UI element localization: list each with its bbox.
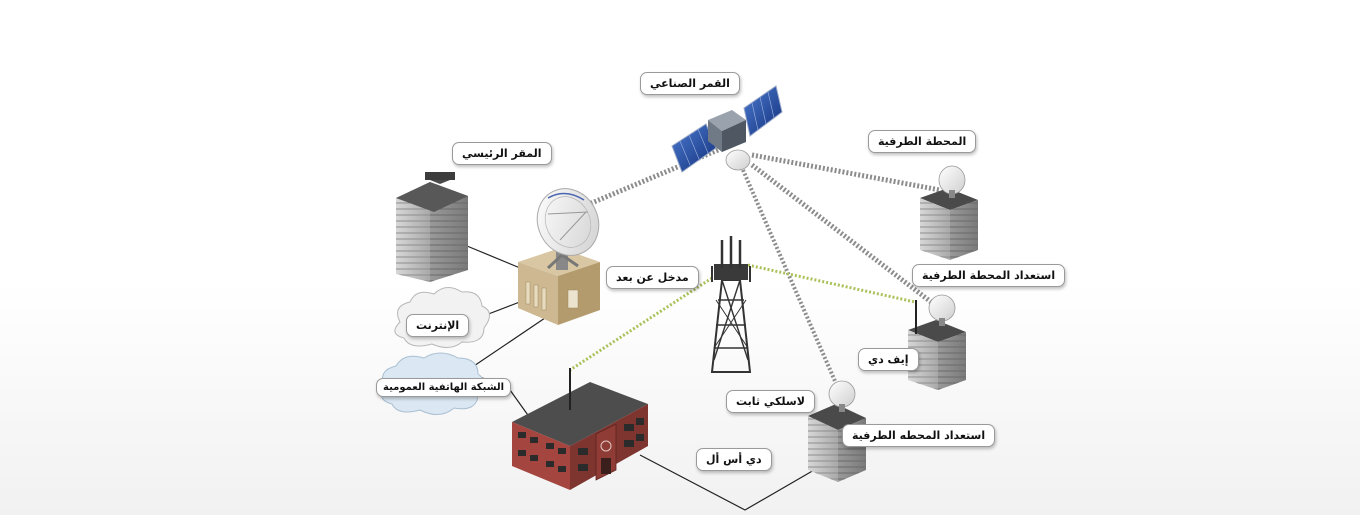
label-teleport: مدخل عن بعد: [606, 266, 699, 289]
teleport-station: [518, 188, 600, 325]
label-headquarters: المقر الرئيسي: [452, 142, 552, 165]
terminal-station-building: [920, 165, 978, 260]
headquarters-building: [396, 172, 468, 282]
label-internet: الإنترنت: [406, 314, 470, 337]
wire-hq-teleport: [466, 245, 526, 271]
link-tower-evdo: [747, 263, 916, 304]
link-satellite-terminal-readiness-bottom: [741, 169, 840, 389]
office-building: [512, 368, 648, 490]
label-fixed-wireless: لاسلكي ثابت: [726, 390, 815, 413]
links: [461, 147, 941, 511]
label-pstn: الشبكة الهاتفية العمومية: [376, 378, 512, 397]
satellite: [671, 85, 783, 173]
label-terminal-station: المحطة الطرفية: [868, 130, 977, 153]
label-evdo: إيف دي: [858, 348, 919, 371]
cell-tower: [710, 236, 752, 373]
wire-office-dsl: [639, 454, 841, 511]
link-satellite-terminal-readiness-top: [750, 163, 937, 307]
link-tower-office: [569, 276, 713, 372]
terminal-readiness-top-building: [908, 294, 966, 390]
label-terminal-readiness-bottom: استعداد المحطه الطرفية: [842, 424, 996, 447]
link-satellite-teleport: [569, 147, 719, 215]
label-dsl: دي أس أل: [696, 448, 772, 471]
label-terminal-readiness-top: استعداد المحطة الطرفية: [912, 264, 1066, 287]
label-satellite: القمر الصناعي: [640, 72, 740, 95]
link-satellite-terminal-station: [751, 152, 941, 193]
